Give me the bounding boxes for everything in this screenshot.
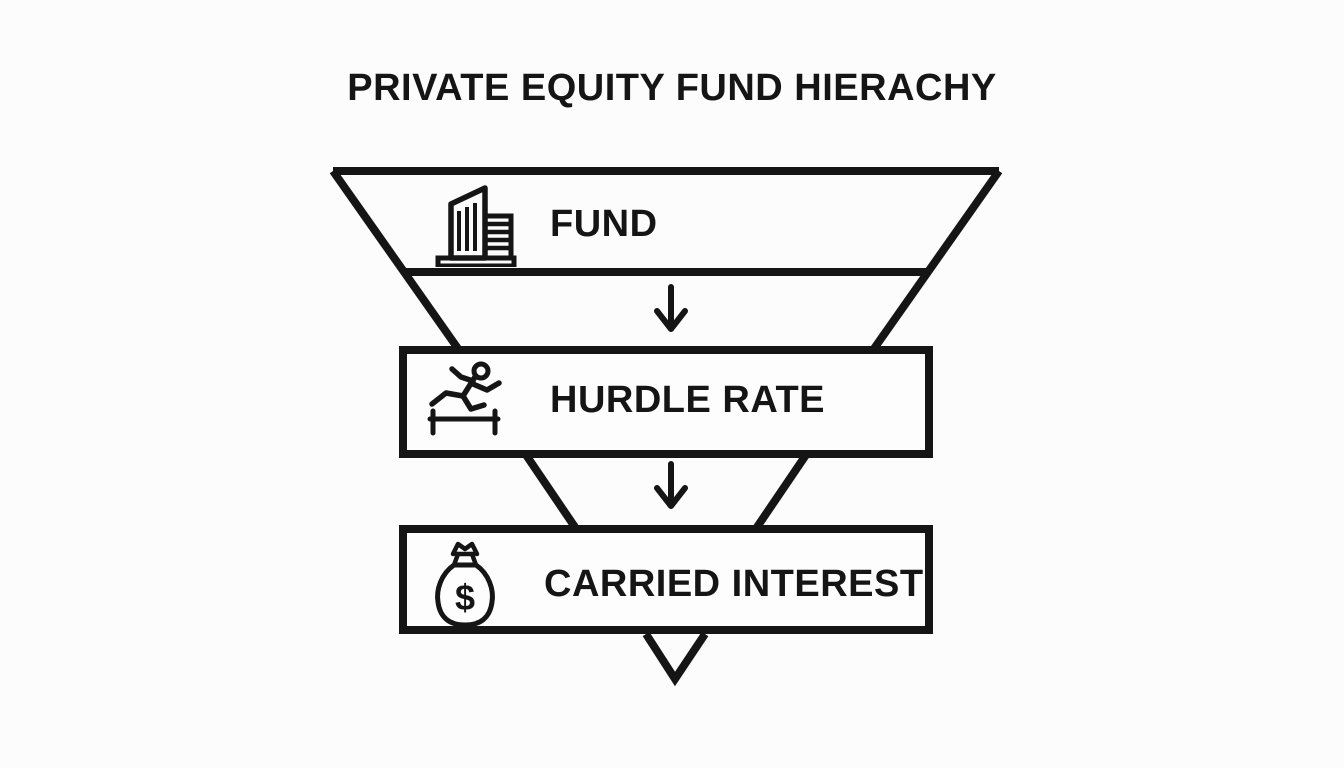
- funnel-right-slant-mid: [747, 446, 814, 539]
- funnel-level-hurdle-rate: HURDLE RATE: [424, 360, 825, 440]
- funnel-level-carried-interest: $ CARRIED INTEREST: [433, 538, 924, 630]
- funnel-left-slant-upper: [329, 168, 470, 363]
- level-label-hurdle-rate: HURDLE RATE: [550, 378, 826, 421]
- level-label-fund: FUND: [550, 202, 658, 245]
- level-label-carried-interest: CARRIED INTEREST: [544, 562, 924, 605]
- money-bag-icon: $: [435, 541, 495, 628]
- funnel-left-slant-mid: [518, 446, 585, 539]
- diagram-title: PRIVATE EQUITY FUND HIERACHY: [347, 67, 997, 109]
- funnel-level-fund: FUND: [428, 180, 658, 268]
- building-icon: [435, 185, 517, 267]
- hurdler-icon: [427, 361, 502, 436]
- down-arrow-icon: [654, 284, 688, 332]
- funnel-right-slant-upper: [862, 168, 1003, 363]
- funnel-tip: [642, 631, 709, 687]
- hurdle-rate-box: [399, 346, 933, 458]
- dollar-sign-glyph: $: [455, 577, 475, 618]
- down-arrow-icon: [654, 461, 688, 509]
